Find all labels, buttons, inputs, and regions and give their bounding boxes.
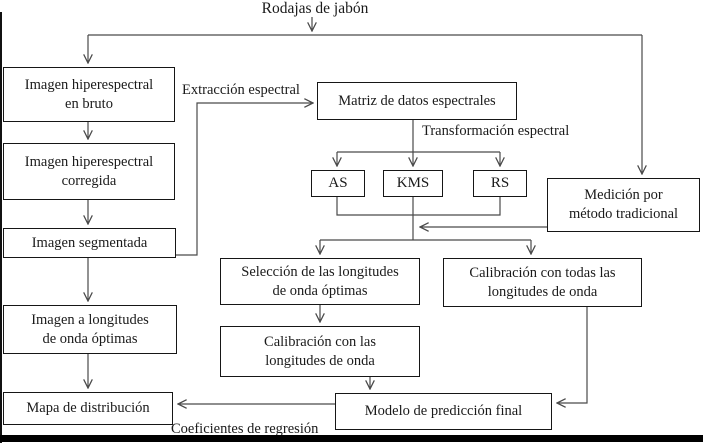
node-calibracion-todas-longitudes: Calibración con todas las longitudes de … bbox=[443, 258, 642, 307]
label-rodajas-de-jabon: Rodajas de jabón bbox=[261, 0, 369, 17]
label-coeficientes-de-regresion: Coeficientes de regresión bbox=[171, 421, 319, 437]
bottom-black-bar bbox=[0, 435, 703, 442]
node-imagen-hiperespectral-en-bruto: Imagen hiperespectral en bruto bbox=[3, 67, 175, 122]
node-kms: KMS bbox=[383, 170, 443, 197]
node-medicion-metodo-tradicional: Medición por método tradicional bbox=[547, 178, 700, 232]
node-imagen-hiperespectral-corregida: Imagen hiperespectral corregida bbox=[3, 143, 175, 200]
node-rs: RS bbox=[473, 170, 527, 197]
label-transformacion-espectral: Transformación espectral bbox=[422, 123, 570, 139]
node-as: AS bbox=[311, 170, 365, 197]
node-seleccion-longitudes-optimas: Selección de las longitudes de onda ópti… bbox=[220, 258, 420, 305]
node-imagen-a-longitudes-optimas: Imagen a longitudes de onda óptimas bbox=[3, 305, 177, 354]
as-rs-collector-line bbox=[336, 197, 501, 216]
node-matriz-de-datos-espectrales: Matriz de datos espectrales bbox=[317, 82, 517, 120]
node-imagen-segmentada: Imagen segmentada bbox=[3, 228, 176, 258]
label-extraccion-espectral: Extracción espectral bbox=[182, 82, 300, 98]
arrow-segmentada-to-matriz bbox=[176, 103, 313, 256]
left-edge-line bbox=[0, 12, 2, 443]
node-calibracion-las-longitudes: Calibración con las longitudes de onda bbox=[220, 326, 420, 377]
node-mapa-de-distribucion: Mapa de distribución bbox=[3, 392, 173, 425]
arrow-calibracion-todas-to-modelo bbox=[557, 307, 588, 403]
node-modelo-prediccion-final: Modelo de predicción final bbox=[335, 393, 552, 430]
